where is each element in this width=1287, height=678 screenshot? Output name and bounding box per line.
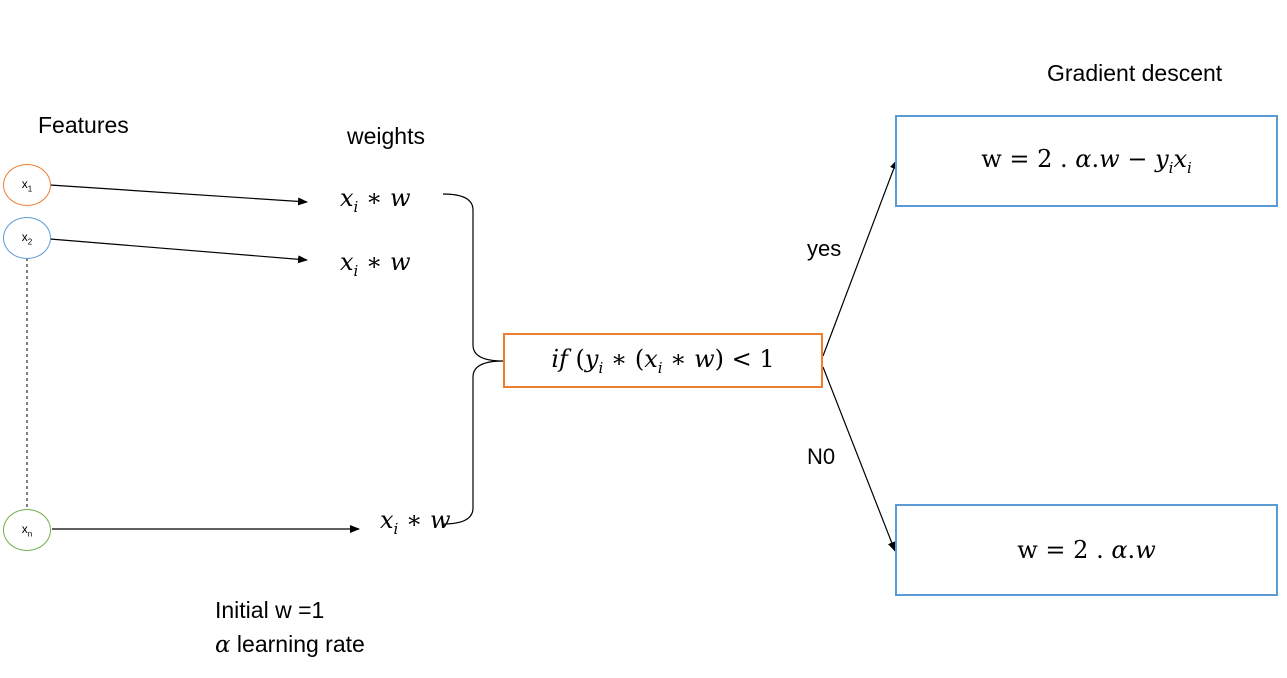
no-update-box: w = 2 . α.w: [895, 504, 1278, 596]
no-update-formula: w = 2 . α.w: [1017, 536, 1156, 564]
node-label: x2: [21, 229, 33, 247]
learning-rate-label: learning rate: [230, 631, 365, 657]
weighted-product-2: xi ∗ w: [340, 248, 411, 280]
arrow-yes: [822, 159, 898, 357]
arrow-x2-to-weight: [49, 238, 308, 264]
weights-heading: weights: [347, 123, 425, 149]
weighted-product-n: xi ∗ w: [380, 506, 451, 538]
learning-rate-note: α learning rate: [215, 629, 365, 660]
weights-brace: [442, 193, 504, 525]
features-heading: Features: [38, 112, 129, 138]
condition-formula: if (yi ∗ (xi ∗ w) < 1: [551, 344, 775, 377]
node-label: x1: [21, 176, 33, 194]
gradient-descent-heading: Gradient descent: [1047, 60, 1223, 86]
feature-node-xn: xn: [3, 509, 51, 551]
yes-update-formula: w = 2 . α.w − yixi: [981, 145, 1192, 177]
condition-box: if (yi ∗ (xi ∗ w) < 1: [503, 333, 823, 388]
node-label: xn: [21, 521, 33, 539]
initial-w-note: Initial w =1: [215, 597, 325, 623]
feature-node-x2: x2: [3, 217, 51, 259]
weighted-product-1: xi ∗ w: [340, 184, 411, 216]
no-branch-label: N0: [807, 444, 836, 469]
arrow-x1-to-weight: [49, 184, 308, 206]
feature-node-x1: x1: [3, 164, 51, 206]
arrow-no: [822, 366, 896, 552]
yes-branch-label: yes: [807, 236, 842, 261]
alpha-symbol: α: [215, 632, 231, 658]
yes-update-box: w = 2 . α.w − yixi: [895, 115, 1278, 207]
